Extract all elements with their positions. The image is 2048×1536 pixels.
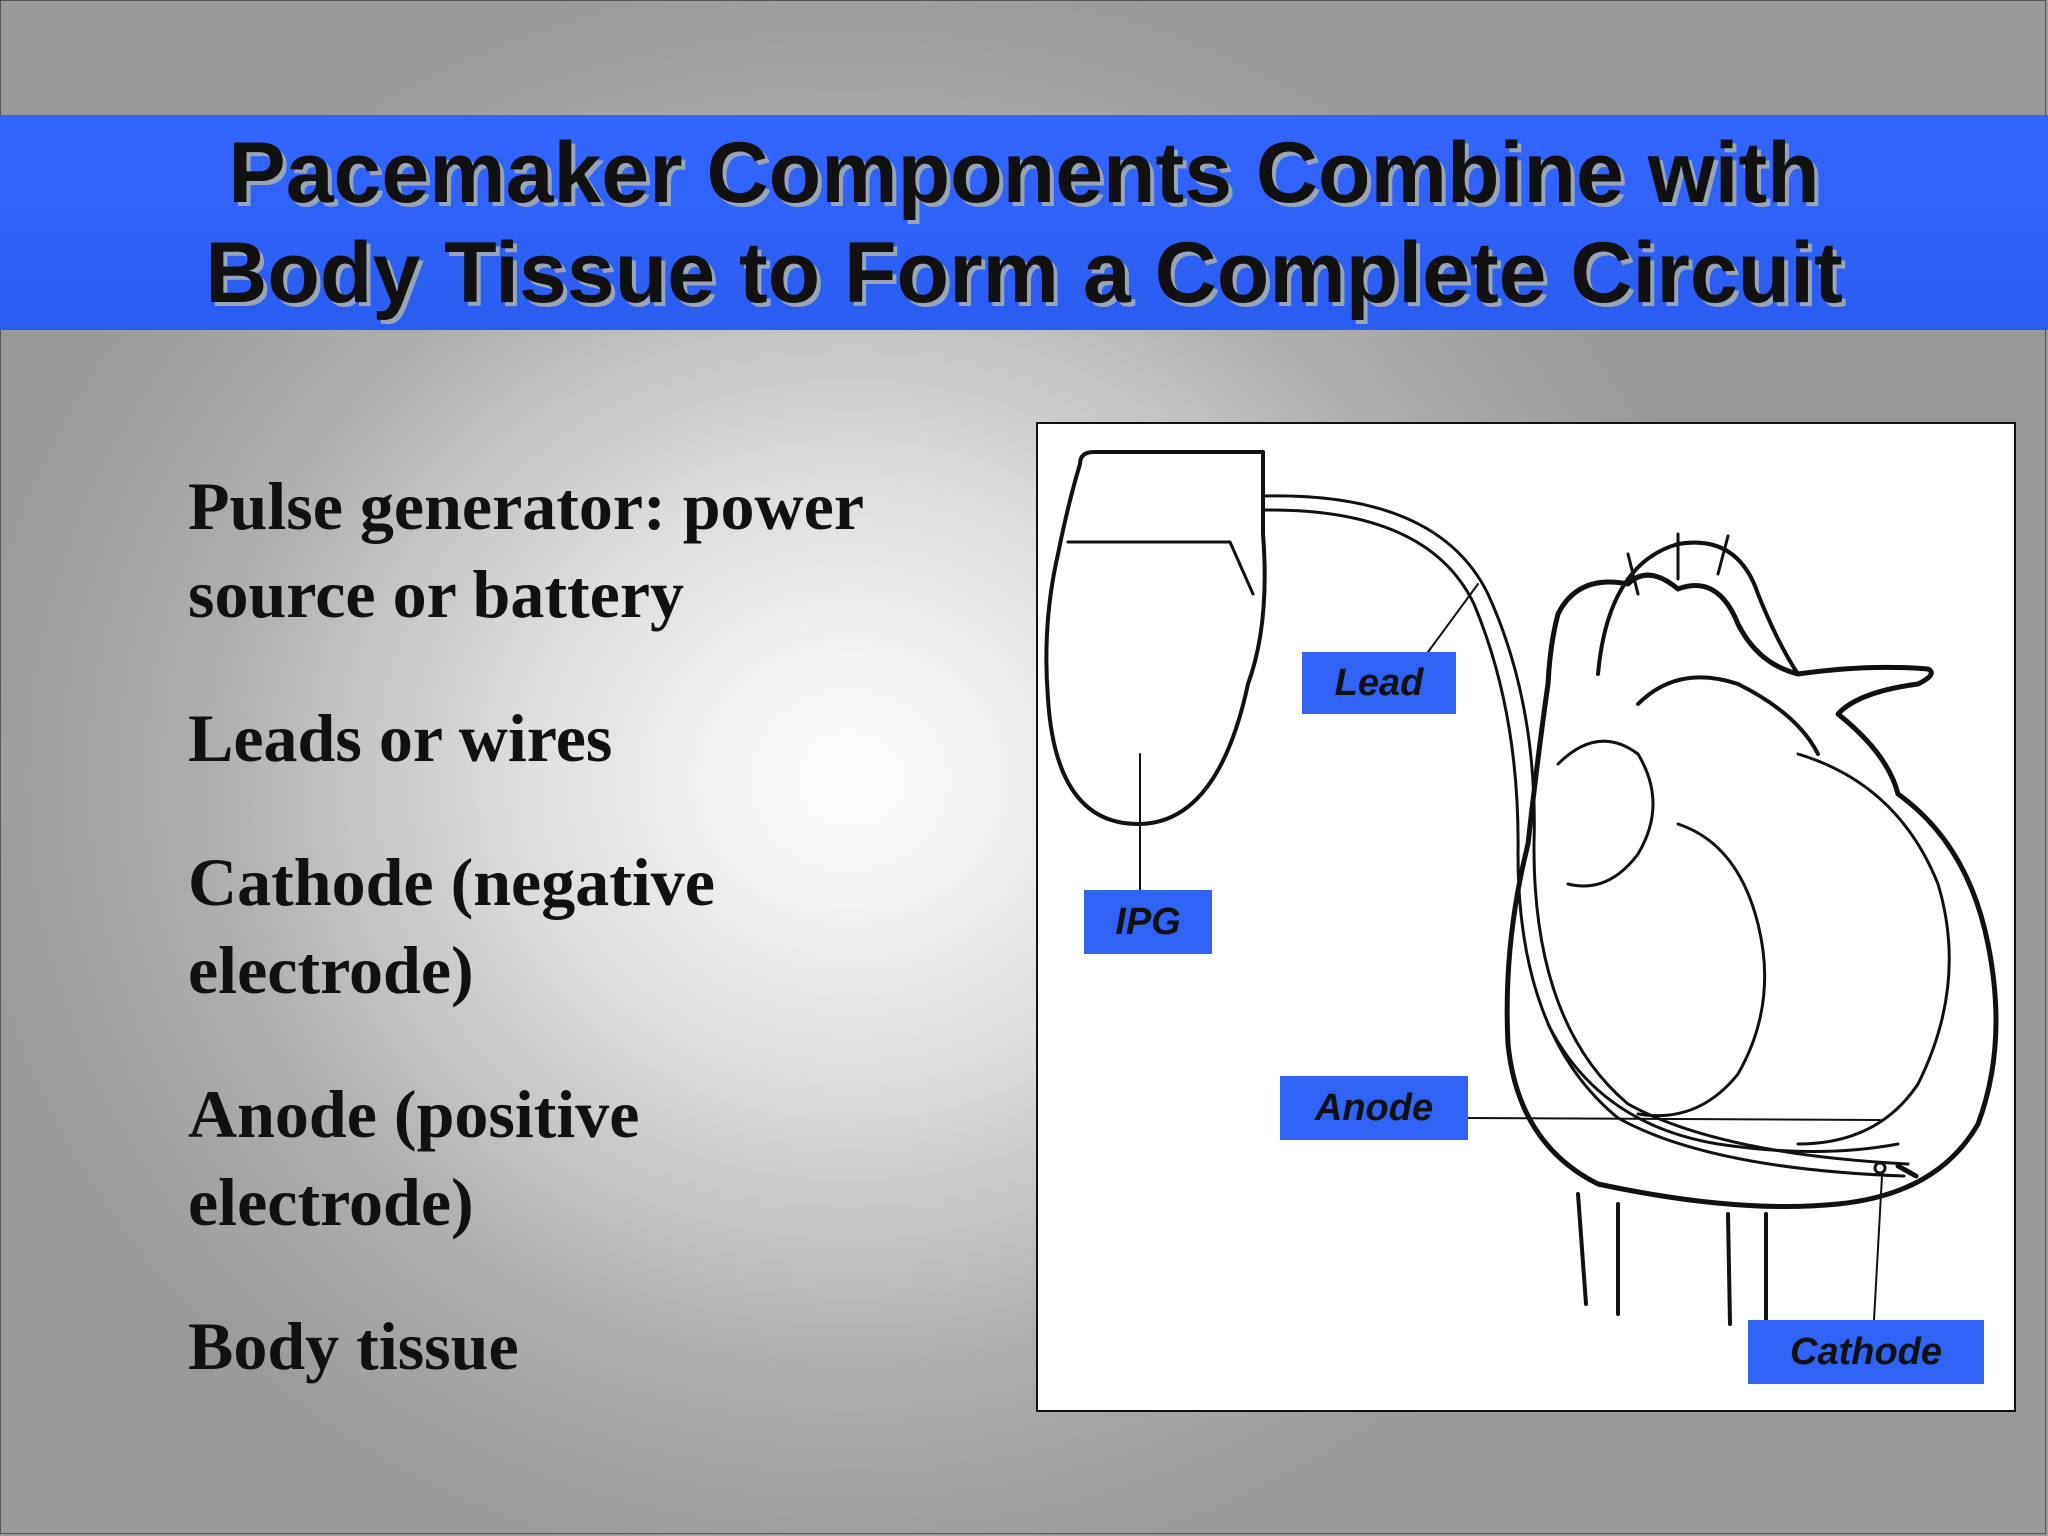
cathode-leader-line <box>1873 1175 1883 1321</box>
heart-outline <box>1504 572 1999 1209</box>
left-ventricle <box>1796 752 1951 1146</box>
pulmonary-artery <box>1636 675 1820 756</box>
bullet-text: source or battery <box>188 556 685 632</box>
bullet-body-tissue: Body tissue <box>188 1302 1028 1390</box>
ipg-header-line <box>1066 540 1255 596</box>
slide-title-line-1: Pacemaker Components Combine with <box>228 124 1820 221</box>
ipg-label: IPG <box>1084 890 1212 954</box>
bullet-text: electrode) <box>188 932 474 1008</box>
ipg-body-outline <box>1044 450 1267 826</box>
bullet-list: Pulse generator: power source or battery… <box>188 462 1028 1446</box>
inferior-vena-cava-left <box>1576 1192 1588 1306</box>
bullet-text: electrode) <box>188 1164 474 1240</box>
vessel-3 <box>1716 534 1730 576</box>
lead-leader-line <box>1427 583 1479 653</box>
cathode-label: Cathode <box>1748 1320 1984 1384</box>
anode-label: Anode <box>1280 1076 1468 1140</box>
bullet-text: Body tissue <box>188 1308 519 1384</box>
slide-title-line-2: Body Tissue to Form a Complete Circuit <box>205 224 1843 321</box>
lead-wire-inner <box>1262 508 1906 1178</box>
anode-ring <box>1873 1161 1887 1175</box>
bullet-text: Cathode (negative <box>188 844 715 920</box>
bullet-anode: Anode (positive electrode) <box>188 1070 1028 1246</box>
bullet-text: Pulse generator: power <box>188 468 865 544</box>
bullet-pulse-generator: Pulse generator: power source or battery <box>188 462 1028 638</box>
title-band: Pacemaker Components Combine with Body T… <box>0 115 2048 330</box>
bullet-leads: Leads or wires <box>188 694 1028 782</box>
bullet-text: Anode (positive <box>188 1076 640 1152</box>
vessel-1 <box>1626 552 1640 596</box>
lead-wire-outer <box>1262 494 1910 1166</box>
anode-leader-line <box>1465 1117 1881 1121</box>
aorta-arch <box>1596 540 1800 676</box>
septum <box>1636 822 1767 1118</box>
cathode-tip <box>1895 1163 1919 1179</box>
right-ventricle-wall <box>1546 1022 1900 1153</box>
right-atrium <box>1556 739 1655 888</box>
lead-label: Lead <box>1302 652 1456 714</box>
pacemaker-diagram: Lead IPG Anode Cathode <box>1036 422 2016 1412</box>
bullet-text: Leads or wires <box>188 700 613 776</box>
descending-aorta-left <box>1726 1212 1732 1326</box>
pacemaker-heart-illustration <box>1044 450 1999 1326</box>
bullet-cathode: Cathode (negative electrode) <box>188 838 1028 1014</box>
